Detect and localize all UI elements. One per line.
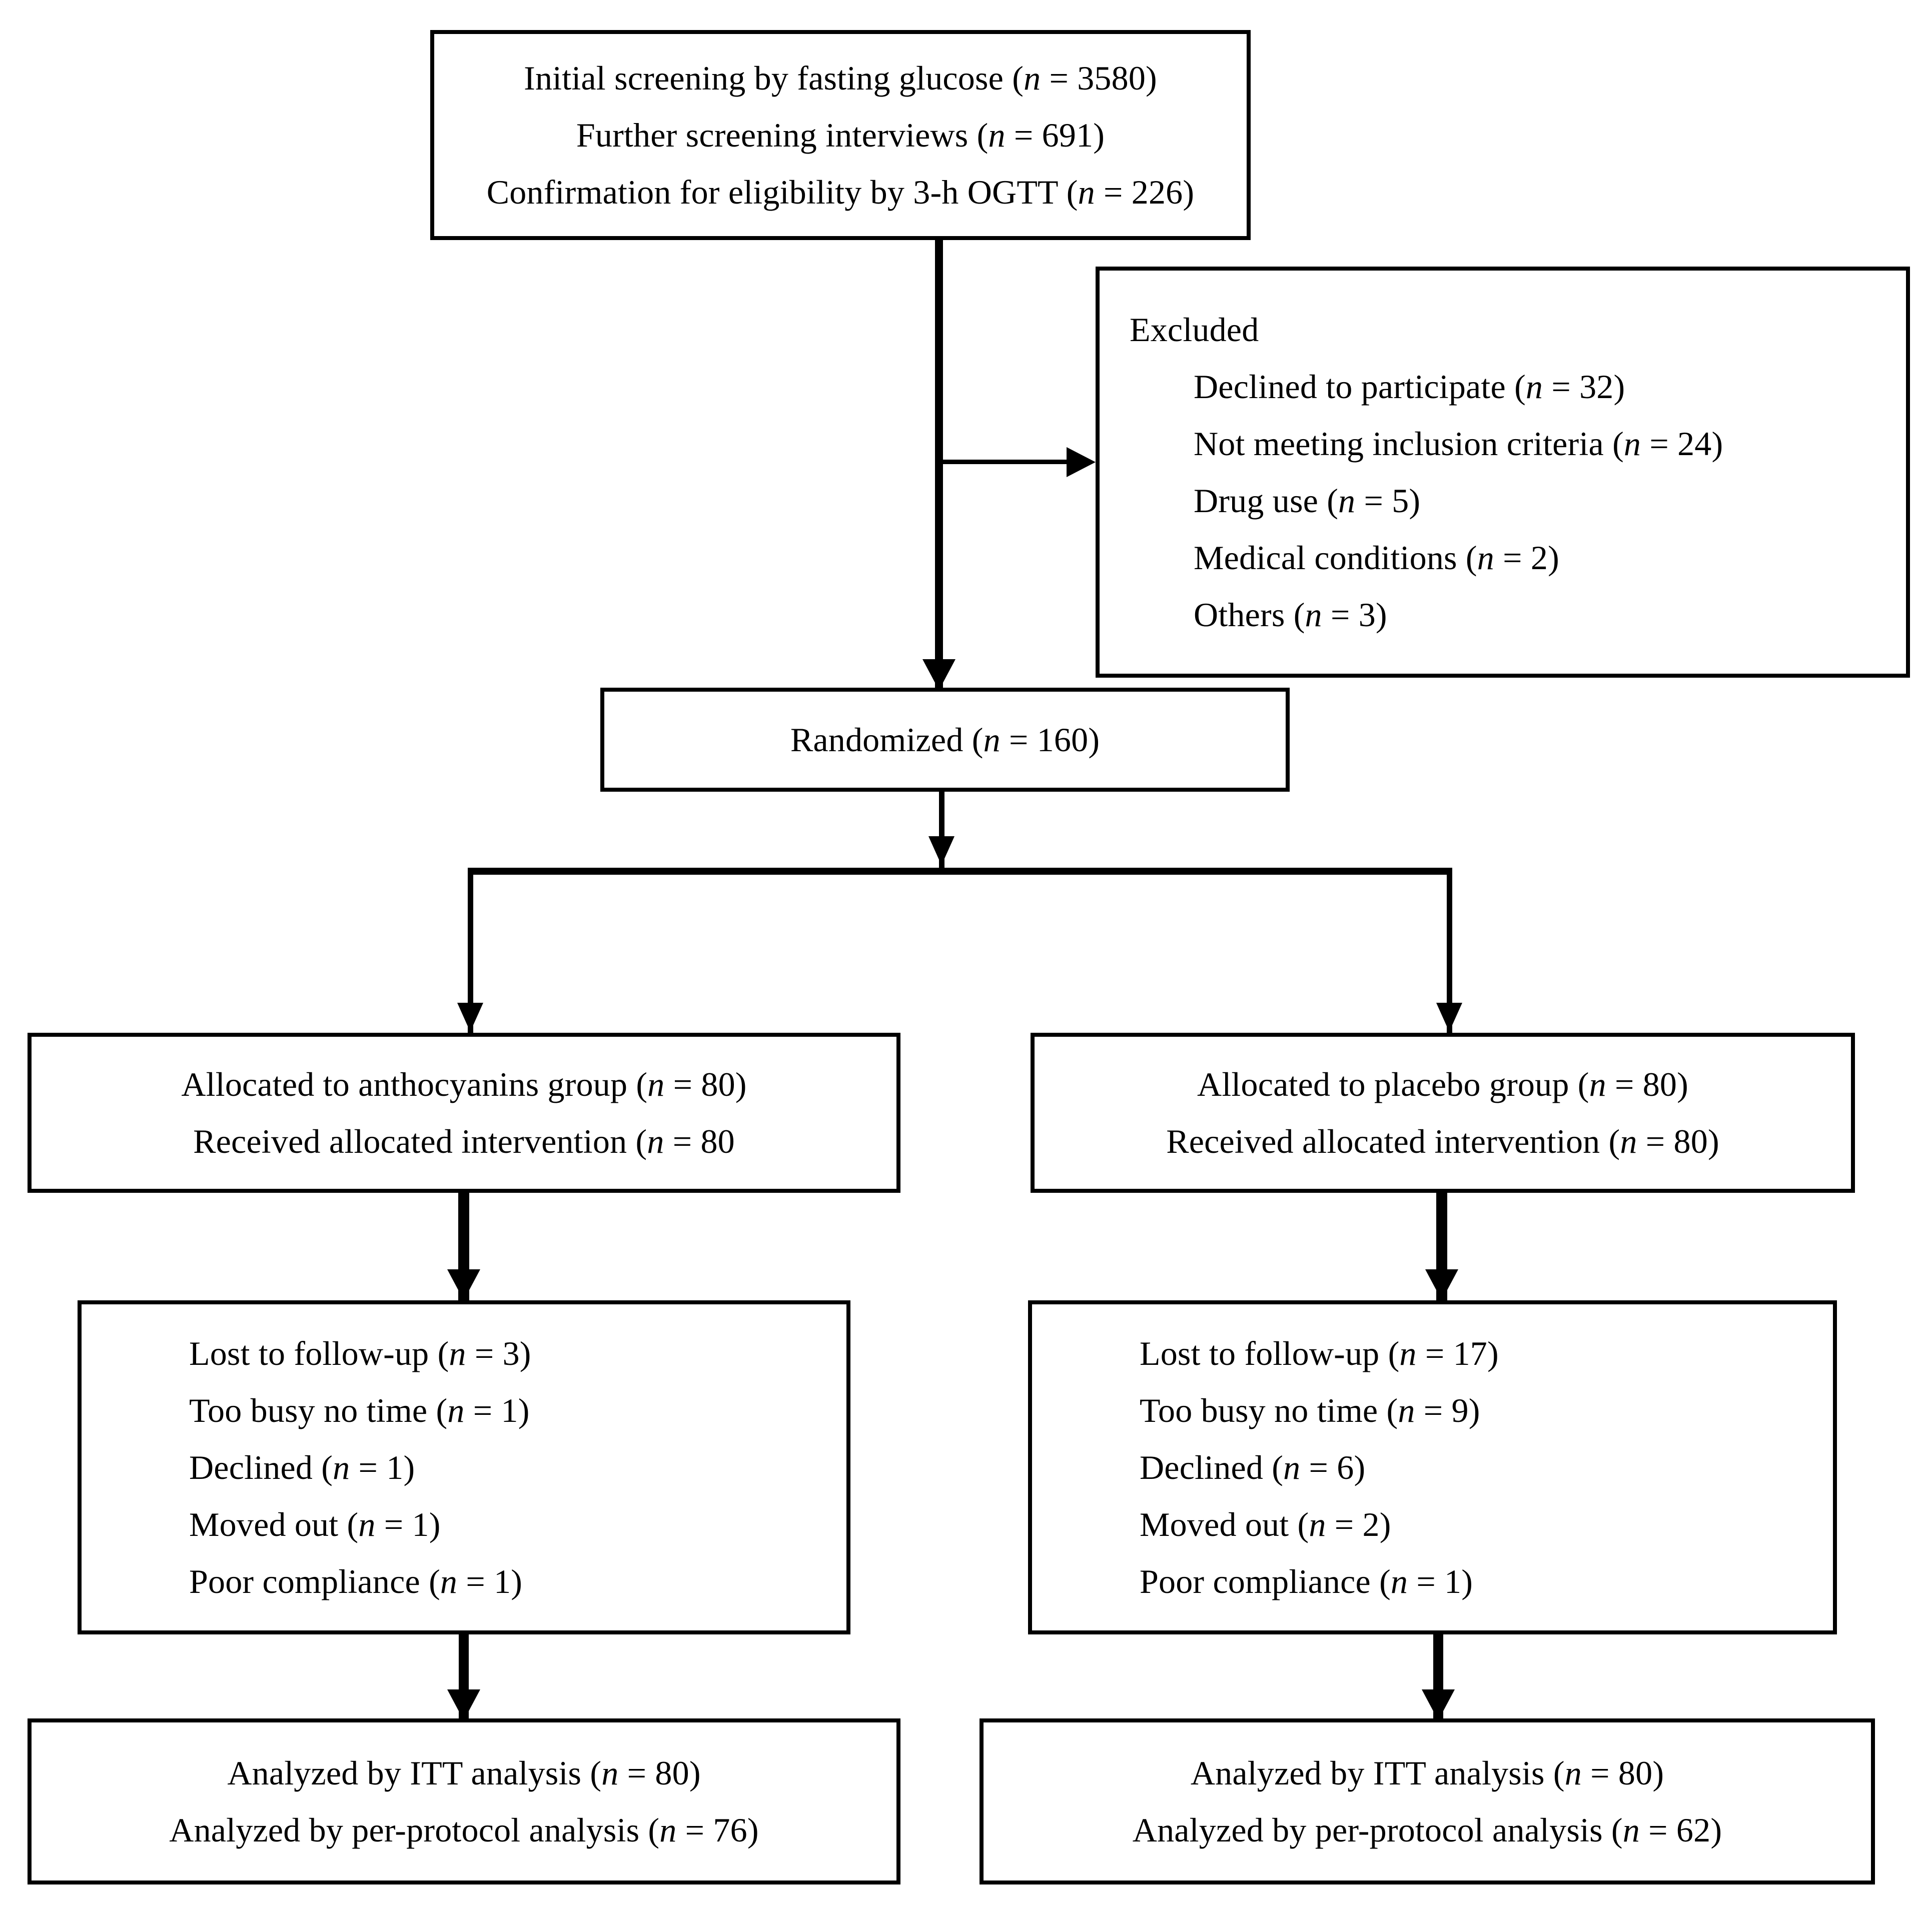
connector-split-left-down (468, 868, 473, 1033)
screening-line-1: Initial screening by fasting glucose (n … (524, 59, 1157, 97)
arrowhead-randomized (922, 659, 955, 690)
analysis-placebo-box: Analyzed by ITT analysis (n = 80) Analyz… (980, 1718, 1875, 1884)
allocated-anthocyanins-line-2: Received allocated intervention (n = 80 (193, 1122, 735, 1160)
analysis-anthocyanins-box: Analyzed by ITT analysis (n = 80) Analyz… (28, 1718, 900, 1884)
excluded-heading: Excluded (1130, 311, 1259, 349)
arrowhead-analysis-left (447, 1689, 480, 1720)
allocated-anthocyanins-line-1: Allocated to anthocyanins group (n = 80) (181, 1065, 747, 1103)
arrowhead-excluded (1067, 447, 1096, 477)
followup-placebo-too-busy: Too busy no time (n = 9) (1140, 1391, 1480, 1429)
followup-placebo-lost: Lost to follow-up (n = 17) (1140, 1334, 1499, 1372)
analysis-placebo-per-protocol: Analyzed by per-protocol analysis (n = 6… (1132, 1811, 1722, 1849)
followup-anthocyanins-box: Lost to follow-up (n = 3) Too busy no ti… (78, 1300, 850, 1634)
followup-anthocyanins-too-busy: Too busy no time (n = 1) (189, 1391, 530, 1429)
analysis-anthocyanins-per-protocol: Analyzed by per-protocol analysis (n = 7… (169, 1811, 759, 1849)
followup-placebo-moved-out: Moved out (n = 2) (1140, 1505, 1391, 1543)
arrowhead-split (928, 836, 954, 865)
followup-placebo-poor-compliance: Poor compliance (n = 1) (1140, 1562, 1473, 1600)
followup-anthocyanins-poor-compliance: Poor compliance (n = 1) (189, 1562, 523, 1600)
followup-anthocyanins-lost: Lost to follow-up (n = 3) (189, 1334, 531, 1372)
screening-box: Initial screening by fasting glucose (n … (430, 30, 1251, 240)
connector-split-bar (468, 868, 1452, 875)
randomized-label: Randomized (n = 160) (790, 721, 1100, 759)
connector-screening-to-randomized (935, 236, 943, 689)
excluded-box: Excluded Declined to participate (n = 32… (1096, 267, 1910, 678)
screening-line-3: Confirmation for eligibility by 3-h OGTT… (486, 173, 1195, 211)
arrowhead-followup-right (1425, 1269, 1458, 1300)
excluded-item-not-meeting-criteria: Not meeting inclusion criteria (n = 24) (1194, 425, 1723, 463)
followup-placebo-box: Lost to follow-up (n = 17) Too busy no t… (1028, 1300, 1837, 1634)
allocated-placebo-line-2: Received allocated intervention (n = 80) (1166, 1122, 1719, 1160)
followup-anthocyanins-declined: Declined (n = 1) (189, 1448, 415, 1486)
connector-randomized-down (939, 792, 944, 869)
followup-anthocyanins-moved-out: Moved out (n = 1) (189, 1505, 441, 1543)
excluded-item-others: Others (n = 3) (1194, 596, 1387, 634)
arrowhead-followup-left (447, 1269, 480, 1300)
arrowhead-allocation-right (1436, 1003, 1462, 1032)
excluded-item-drug-use: Drug use (n = 5) (1194, 482, 1421, 520)
connector-to-excluded (943, 460, 1068, 464)
allocated-anthocyanins-box: Allocated to anthocyanins group (n = 80)… (28, 1033, 900, 1193)
connector-split-right-down (1447, 868, 1452, 1033)
arrowhead-analysis-right (1422, 1689, 1455, 1720)
followup-placebo-declined: Declined (n = 6) (1140, 1448, 1366, 1486)
randomized-box: Randomized (n = 160) (600, 688, 1290, 792)
analysis-anthocyanins-itt: Analyzed by ITT analysis (n = 80) (227, 1754, 701, 1792)
analysis-placebo-itt: Analyzed by ITT analysis (n = 80) (1190, 1754, 1664, 1792)
excluded-item-medical-conditions: Medical conditions (n = 2) (1194, 539, 1559, 577)
allocated-placebo-line-1: Allocated to placebo group (n = 80) (1197, 1065, 1688, 1103)
allocated-placebo-box: Allocated to placebo group (n = 80) Rece… (1031, 1033, 1855, 1193)
screening-line-2: Further screening interviews (n = 691) (576, 116, 1105, 154)
arrowhead-allocation-left (457, 1003, 483, 1032)
excluded-item-declined: Declined to participate (n = 32) (1194, 368, 1625, 406)
